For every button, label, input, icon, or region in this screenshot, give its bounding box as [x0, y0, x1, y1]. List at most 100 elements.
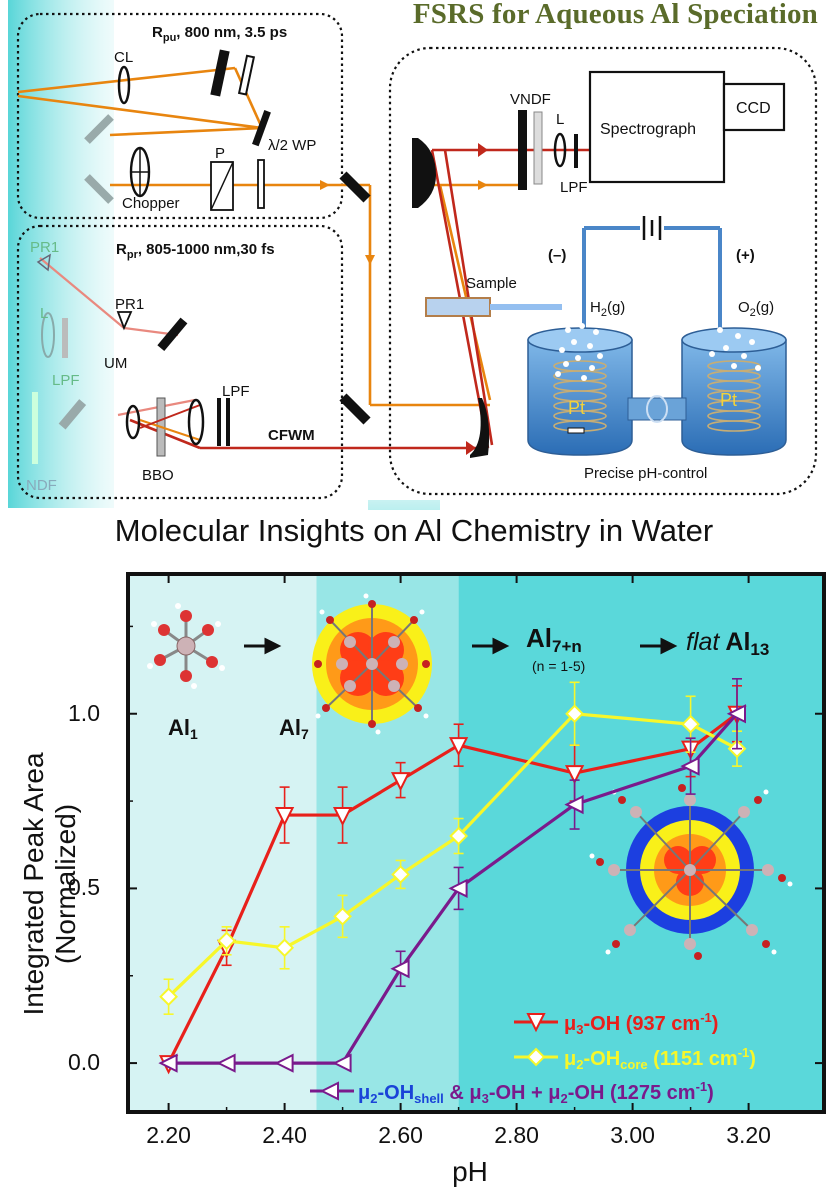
- data-point: [332, 1053, 352, 1073]
- source-mirror: [84, 174, 114, 204]
- data-point: [159, 987, 179, 1007]
- vndf-label: VNDF: [510, 91, 551, 108]
- legend: μ3-OH (937 cm-1) μ2-OHcore (1151 cm-1) μ…: [310, 1010, 756, 1106]
- y-tick-label: 0.5: [68, 874, 100, 901]
- um-label: UM: [104, 355, 127, 372]
- cylindrical-lens: [117, 65, 131, 105]
- series-layer: [158, 678, 747, 1075]
- legend-entry-mu2core: μ2-OHcore (1151 cm-1): [564, 1045, 756, 1072]
- data-point: [275, 938, 295, 958]
- x-tick-label: 2.20: [146, 1122, 191, 1148]
- detection-box: [388, 46, 818, 496]
- waveplate: [257, 159, 265, 209]
- data-point: [333, 906, 353, 926]
- pump-box: [16, 12, 344, 220]
- lpf-label: LPF: [52, 372, 80, 389]
- al7n-note: (n = 1-5): [532, 658, 585, 674]
- pump-label: Rpu, 800 nm, 3.5 ps: [152, 24, 287, 44]
- electrochem-cell: [527, 216, 787, 456]
- waveplate-label: λ/2 WP: [268, 137, 316, 154]
- pump-arrowhead: [365, 255, 375, 265]
- pt-electrode-label: Pt: [720, 390, 737, 410]
- vndf-icon: [533, 111, 543, 185]
- ndf-label: NDF: [26, 477, 57, 494]
- lens-label: L: [40, 305, 48, 322]
- series-2: [158, 678, 746, 1073]
- data-point: [564, 765, 585, 785]
- legend-entry-mu3: μ3-OH (937 cm-1): [564, 1010, 718, 1037]
- legend-marker-yellow: [526, 1047, 546, 1067]
- ccd-box: [722, 82, 786, 132]
- probe-box: [16, 224, 344, 500]
- data-point: [274, 1053, 294, 1073]
- data-point: [391, 865, 411, 884]
- data-point: [158, 1053, 178, 1073]
- pump-mirror: [339, 393, 371, 425]
- cl-label: CL: [114, 49, 133, 66]
- parabolic-mirror: [470, 398, 490, 458]
- legend-entry-mu2shell: μ2-OHshell & μ3-OH + μ2-OH (1275 cm-1): [358, 1079, 714, 1106]
- lpf-label: LPF: [560, 179, 588, 196]
- x-tick-label: 3.20: [726, 1122, 771, 1148]
- figure-title: FSRS for Aqueous Al Speciation: [412, 0, 818, 30]
- figure-subtitle: Molecular Insights on Al Chemistry in Wa…: [114, 513, 714, 548]
- data-point: [449, 826, 469, 846]
- data-point: [390, 772, 411, 792]
- data-point: [448, 878, 468, 899]
- y-tick-label: 0.0: [68, 1049, 100, 1076]
- parabolic-mirror: [412, 138, 436, 208]
- ndf-icon: [32, 392, 38, 464]
- al7-molecule: [312, 593, 432, 735]
- legend-marker-purple: [319, 1081, 339, 1101]
- pump-arrowhead: [478, 180, 488, 190]
- lens-icon: [41, 312, 55, 358]
- lpf-icon: [574, 134, 578, 168]
- cathode-sign: (–): [548, 247, 566, 264]
- chopper-label: Chopper: [122, 195, 180, 212]
- al13-label: flat Al13: [686, 628, 769, 659]
- plot-frame: [126, 572, 826, 1114]
- probe-label: Rpr, 805-1000 nm,30 fs: [116, 241, 275, 261]
- spectrograph-label: Spectrograph: [600, 121, 696, 138]
- o2-label: O2(g): [738, 299, 774, 319]
- x-tick-label: 2.80: [494, 1122, 539, 1148]
- data-point: [448, 737, 469, 757]
- mirror: [58, 399, 87, 430]
- optical-setup-diagram: Rpu, 800 nm, 3.5 ps Rpr, 805-1000 nm,30 …: [8, 0, 818, 510]
- lens-icon: [125, 404, 141, 440]
- ph-control-caption: Precise pH-control: [584, 465, 707, 482]
- probe-arrowhead: [478, 143, 488, 157]
- filter-icon: [62, 318, 68, 358]
- prism-label: PR1: [115, 296, 144, 313]
- data-point: [217, 931, 237, 951]
- gas-bubbles: [555, 323, 761, 381]
- polarizer-label: P: [215, 145, 225, 162]
- source-mirror: [84, 114, 114, 144]
- mirror: [157, 317, 188, 352]
- x-tick-label: 3.00: [610, 1122, 655, 1148]
- data-point: [274, 807, 295, 827]
- al7n-label: Al7+n: [526, 623, 582, 656]
- data-point: [681, 714, 701, 734]
- prism-icon: [36, 253, 51, 272]
- probe-arrowhead: [466, 441, 476, 455]
- x-tick-label: 2.40: [262, 1122, 307, 1148]
- series-1: [159, 681, 747, 1015]
- al13-molecule: [589, 784, 793, 960]
- data-point: [564, 794, 584, 815]
- lens-icon: [187, 398, 205, 446]
- reaction-arrows: [244, 637, 678, 655]
- y-tick-label: 1.0: [68, 699, 100, 726]
- cfwm-label: CFWM: [268, 427, 315, 444]
- data-point: [390, 959, 410, 979]
- pump-mirror: [339, 171, 371, 203]
- al1-label: Al1: [168, 715, 198, 742]
- data-point: [216, 1053, 236, 1073]
- al7-label: Al7: [279, 715, 309, 742]
- down-arrow-icon: [368, 500, 440, 510]
- pump-arrowhead: [320, 180, 330, 190]
- pt-electrode-label: Pt: [568, 398, 585, 418]
- h2-label: H2(g): [590, 299, 625, 319]
